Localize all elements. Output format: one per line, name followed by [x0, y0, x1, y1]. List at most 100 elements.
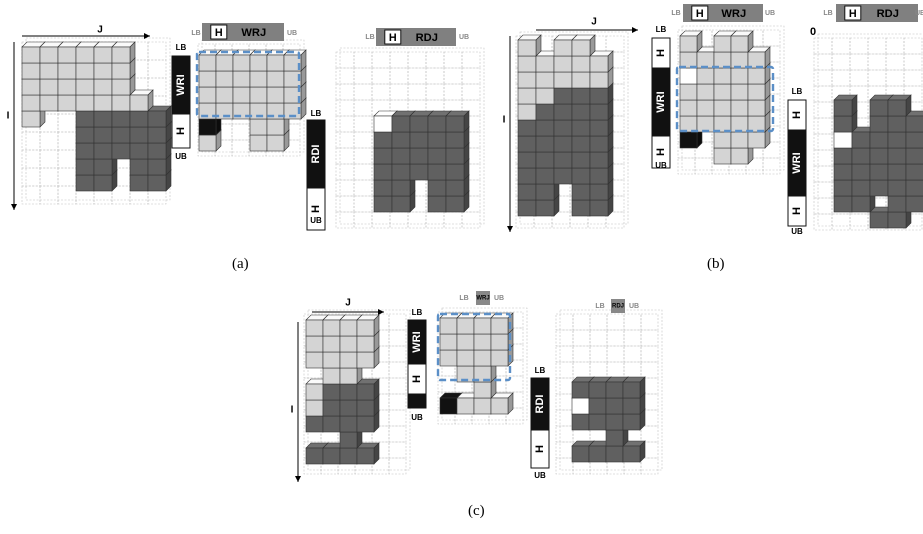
cube-front	[94, 175, 112, 191]
cube-front	[589, 398, 606, 414]
cube-front	[590, 152, 608, 168]
cube-front	[572, 88, 590, 104]
cube-front	[536, 104, 554, 120]
cube-front	[250, 55, 267, 71]
lb-c-rdi: LB	[535, 366, 546, 375]
cube	[731, 31, 753, 52]
cube-front	[340, 320, 357, 336]
cube-front	[748, 116, 765, 132]
cube-front	[440, 318, 457, 334]
lb-a-wrj: LB	[191, 30, 200, 37]
bar-wri-b: HWRIH	[652, 38, 670, 168]
grid-cell	[40, 168, 58, 186]
cube-front	[446, 116, 464, 132]
cube-front	[697, 116, 714, 132]
grid-cell	[607, 362, 624, 378]
header-h-label: H	[389, 32, 397, 44]
cube-front	[267, 119, 284, 135]
grid-cell	[354, 148, 372, 164]
grid-cell	[336, 52, 354, 68]
cube-front	[22, 111, 40, 127]
grid-cell	[886, 70, 904, 86]
cube-front	[392, 148, 410, 164]
cube-front	[58, 63, 76, 79]
cube-front	[233, 87, 250, 103]
grid-cell	[336, 132, 354, 148]
grid-cell	[763, 158, 780, 174]
ub-a-wrj: UB	[287, 30, 297, 37]
cube-front	[852, 148, 870, 164]
bar-label: H	[534, 445, 546, 453]
cube-front	[714, 36, 731, 52]
cube-front	[714, 84, 731, 100]
cube-front	[572, 120, 590, 136]
cube-front	[714, 132, 731, 148]
bar-label: RDI	[534, 395, 546, 414]
grid-cell	[814, 134, 832, 150]
cube-front	[199, 87, 216, 103]
cube-front	[888, 196, 906, 212]
cube-front	[590, 88, 608, 104]
cube-front	[748, 100, 765, 116]
cube-front	[518, 200, 536, 216]
cube-front	[554, 152, 572, 168]
cube-front	[680, 100, 697, 116]
grid-cell	[624, 314, 641, 330]
cube-front	[590, 56, 608, 72]
grid-cell	[336, 116, 354, 132]
grid-cell	[814, 198, 832, 214]
cube-front	[852, 196, 870, 212]
cube-front	[680, 68, 697, 84]
cube-front	[870, 212, 888, 228]
cubes-b-right	[834, 95, 923, 228]
cube-front	[518, 72, 536, 88]
cube-front	[446, 132, 464, 148]
bar-wri-c: WRIH	[408, 320, 426, 408]
bar-label: H	[655, 49, 667, 57]
cube	[623, 441, 645, 462]
bar-rdi-c: RDI H	[531, 378, 549, 468]
grid-cell	[590, 362, 607, 378]
i-label-a: I	[7, 111, 10, 122]
lb-b-wri: LB	[656, 25, 667, 34]
cube-front	[267, 55, 284, 71]
header-rdj-a: HRDJ	[376, 28, 456, 46]
cube-front	[680, 36, 697, 52]
cube-front	[392, 180, 410, 196]
cube-front	[392, 164, 410, 180]
cubes-a-right	[374, 111, 469, 212]
cube-front	[410, 116, 428, 132]
cube-front	[572, 40, 590, 56]
cube-front	[410, 148, 428, 164]
cube-front	[697, 52, 714, 68]
grid-cell	[336, 212, 354, 228]
lb-a-rdi: LB	[311, 109, 322, 118]
cube-front	[518, 120, 536, 136]
cube-front	[888, 132, 906, 148]
grid-cell	[556, 394, 573, 410]
cube-front	[906, 180, 923, 196]
cube-front	[554, 104, 572, 120]
cube-front	[714, 52, 731, 68]
cube-front	[572, 446, 589, 462]
grid-cell	[556, 458, 573, 474]
cubes-b-mid	[680, 31, 770, 164]
cube-front	[731, 100, 748, 116]
cube-front	[340, 448, 357, 464]
cube	[888, 95, 911, 116]
cube-front	[870, 132, 888, 148]
cube-front	[606, 430, 623, 446]
cube-front	[306, 448, 323, 464]
cube	[680, 31, 702, 52]
cube-front	[606, 398, 623, 414]
grid-cell	[506, 376, 523, 392]
cube-front	[589, 414, 606, 430]
cube-front	[491, 334, 508, 350]
bar-wri-a: WRIH	[172, 56, 190, 148]
grid-cell	[556, 426, 573, 442]
cube-front	[870, 180, 888, 196]
cube-front	[216, 55, 233, 71]
grid-cell	[389, 314, 406, 330]
cube-front	[306, 384, 323, 400]
cube-front	[491, 318, 508, 334]
